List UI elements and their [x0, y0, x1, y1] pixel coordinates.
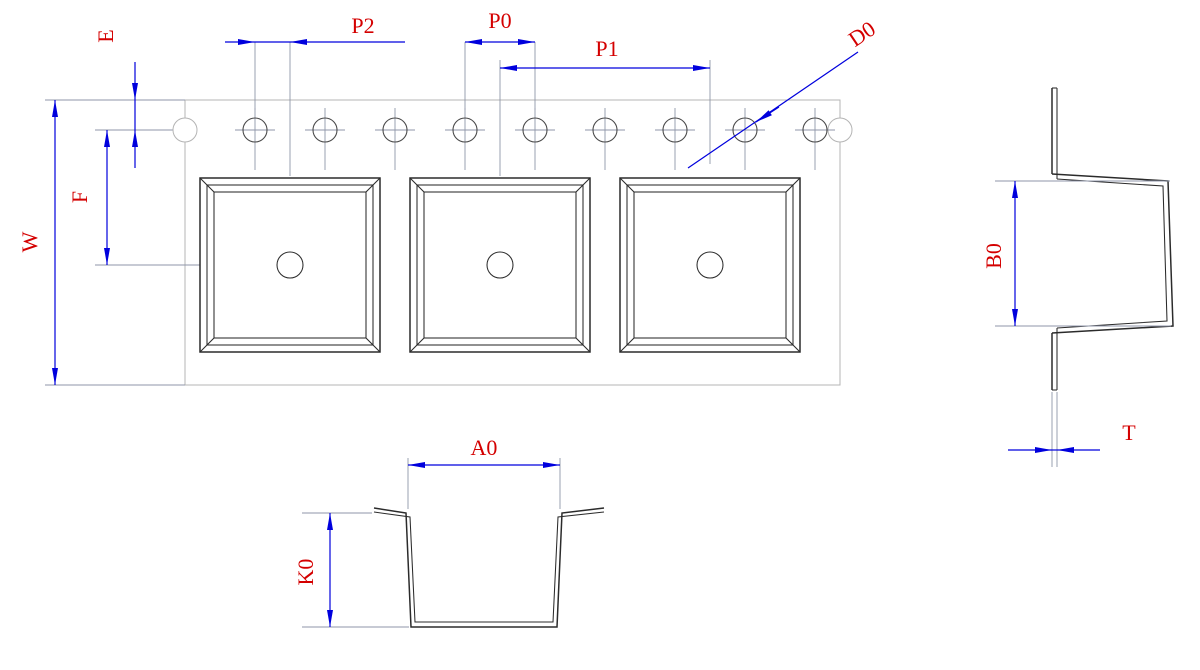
side-view: B0 T [981, 87, 1174, 467]
pocket-section-outer [373, 507, 605, 628]
dim-p0: P0 [465, 8, 535, 45]
sprocket-hole [794, 107, 836, 171]
dim-k0: K0 [293, 513, 333, 627]
extension-lines-side [995, 180, 1171, 467]
dim-label-b0: B0 [981, 243, 1006, 269]
top-view [45, 42, 853, 386]
tape-edge-notch-left [172, 117, 198, 143]
dim-label-t: T [1122, 420, 1136, 445]
dim-label-e: E [93, 29, 118, 42]
dim-p1: P1 [500, 36, 710, 71]
dim-d0: D0 [687, 16, 880, 169]
sprocket-hole [304, 107, 346, 171]
sprocket-hole [654, 107, 696, 171]
dim-e: E [93, 29, 138, 168]
sprocket-hole [234, 107, 276, 171]
sprocket-hole [514, 107, 556, 171]
dim-w: W [17, 100, 58, 385]
section-view: A0 K0 [293, 435, 605, 628]
dimensions-top-view: E W F P2 P0 P1 [17, 8, 880, 385]
dim-a0: A0 [408, 435, 560, 468]
pockets [199, 177, 801, 353]
pocket-1 [199, 177, 381, 353]
pocket-section-inner [373, 511, 605, 623]
pocket-3 [619, 177, 801, 353]
dim-p2: P2 [225, 13, 405, 45]
pocket-profile-inner [1056, 178, 1168, 329]
dim-label-w: W [17, 231, 42, 252]
pocket-profile-outer [1051, 173, 1174, 334]
dim-f: F [67, 130, 110, 265]
d0-leader-line [687, 51, 859, 169]
dim-t: T [1008, 420, 1136, 453]
pocket-2 [409, 177, 591, 353]
extension-lines-section [302, 458, 561, 628]
sprocket-hole [374, 107, 416, 171]
tape-outline [184, 99, 841, 386]
dim-b0: B0 [981, 181, 1018, 326]
dim-label-a0: A0 [471, 435, 498, 460]
extension-lines-top-view [45, 42, 711, 386]
sprocket-holes [234, 107, 836, 171]
dim-label-p0: P0 [488, 8, 511, 33]
sprocket-hole [444, 107, 486, 171]
dim-label-p2: P2 [351, 13, 374, 38]
dim-label-p1: P1 [595, 36, 618, 61]
dim-label-d0: D0 [844, 16, 880, 52]
dim-label-k0: K0 [293, 559, 318, 586]
dim-label-f: F [67, 191, 92, 203]
sprocket-hole [584, 107, 626, 171]
